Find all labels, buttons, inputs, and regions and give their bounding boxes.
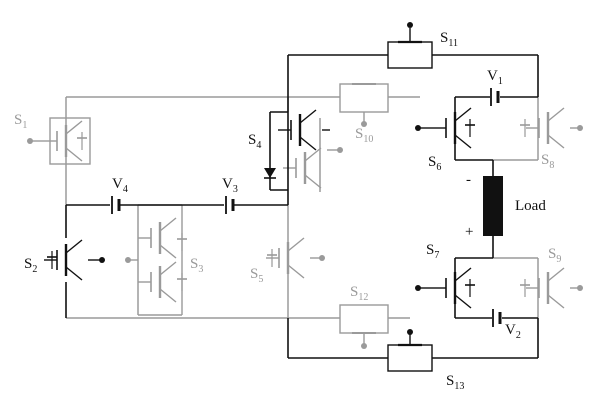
switch-labels: S1 S2 S3 S4 S5 S6 S7 S8 S9 S10 S11 S12 S… (14, 30, 561, 392)
label-s10: S10 (355, 126, 373, 145)
label-s8: S8 (541, 152, 554, 171)
switch-s6 (415, 106, 476, 150)
switch-s1 (27, 117, 91, 165)
load-minus-label: - (466, 172, 471, 188)
label-s1: S1 (14, 112, 27, 131)
label-s2: S2 (24, 256, 37, 275)
label-s5: S5 (250, 266, 263, 285)
label-s13: S13 (446, 373, 464, 392)
label-v2: V2 (505, 322, 521, 341)
switch-s3 (125, 205, 188, 315)
v2-source (492, 309, 502, 327)
label-v1: V1 (487, 68, 503, 87)
switch-s4 (264, 108, 330, 179)
switch-s9 (519, 266, 583, 310)
switch-s10 (339, 83, 389, 127)
switch-s11 (387, 22, 433, 69)
label-s12: S12 (350, 284, 368, 303)
switch-s12 (339, 304, 389, 349)
load-label: Load (515, 198, 546, 214)
switch-s2 (42, 238, 105, 282)
load-resistor (483, 176, 503, 236)
label-s4: S4 (248, 132, 261, 151)
label-v4: V4 (112, 176, 128, 195)
label-s11: S11 (440, 30, 458, 49)
load-plus-label: + (465, 224, 473, 240)
v1-source (490, 88, 500, 106)
switch-s5 (264, 236, 325, 280)
v3-source (225, 196, 235, 214)
switch-s7 (415, 266, 476, 310)
switch-s13 (387, 329, 433, 372)
label-s6: S6 (428, 154, 441, 173)
label-s9: S9 (548, 246, 561, 265)
source-labels: V1 V2 V3 V4 (112, 68, 521, 341)
v4-source (111, 196, 121, 214)
label-s7: S7 (426, 242, 439, 261)
switch-s4-companion (281, 146, 343, 190)
active-wiring (65, 54, 539, 359)
label-s3: S3 (190, 256, 203, 275)
switch-s8 (519, 106, 583, 150)
label-v3: V3 (222, 176, 238, 195)
